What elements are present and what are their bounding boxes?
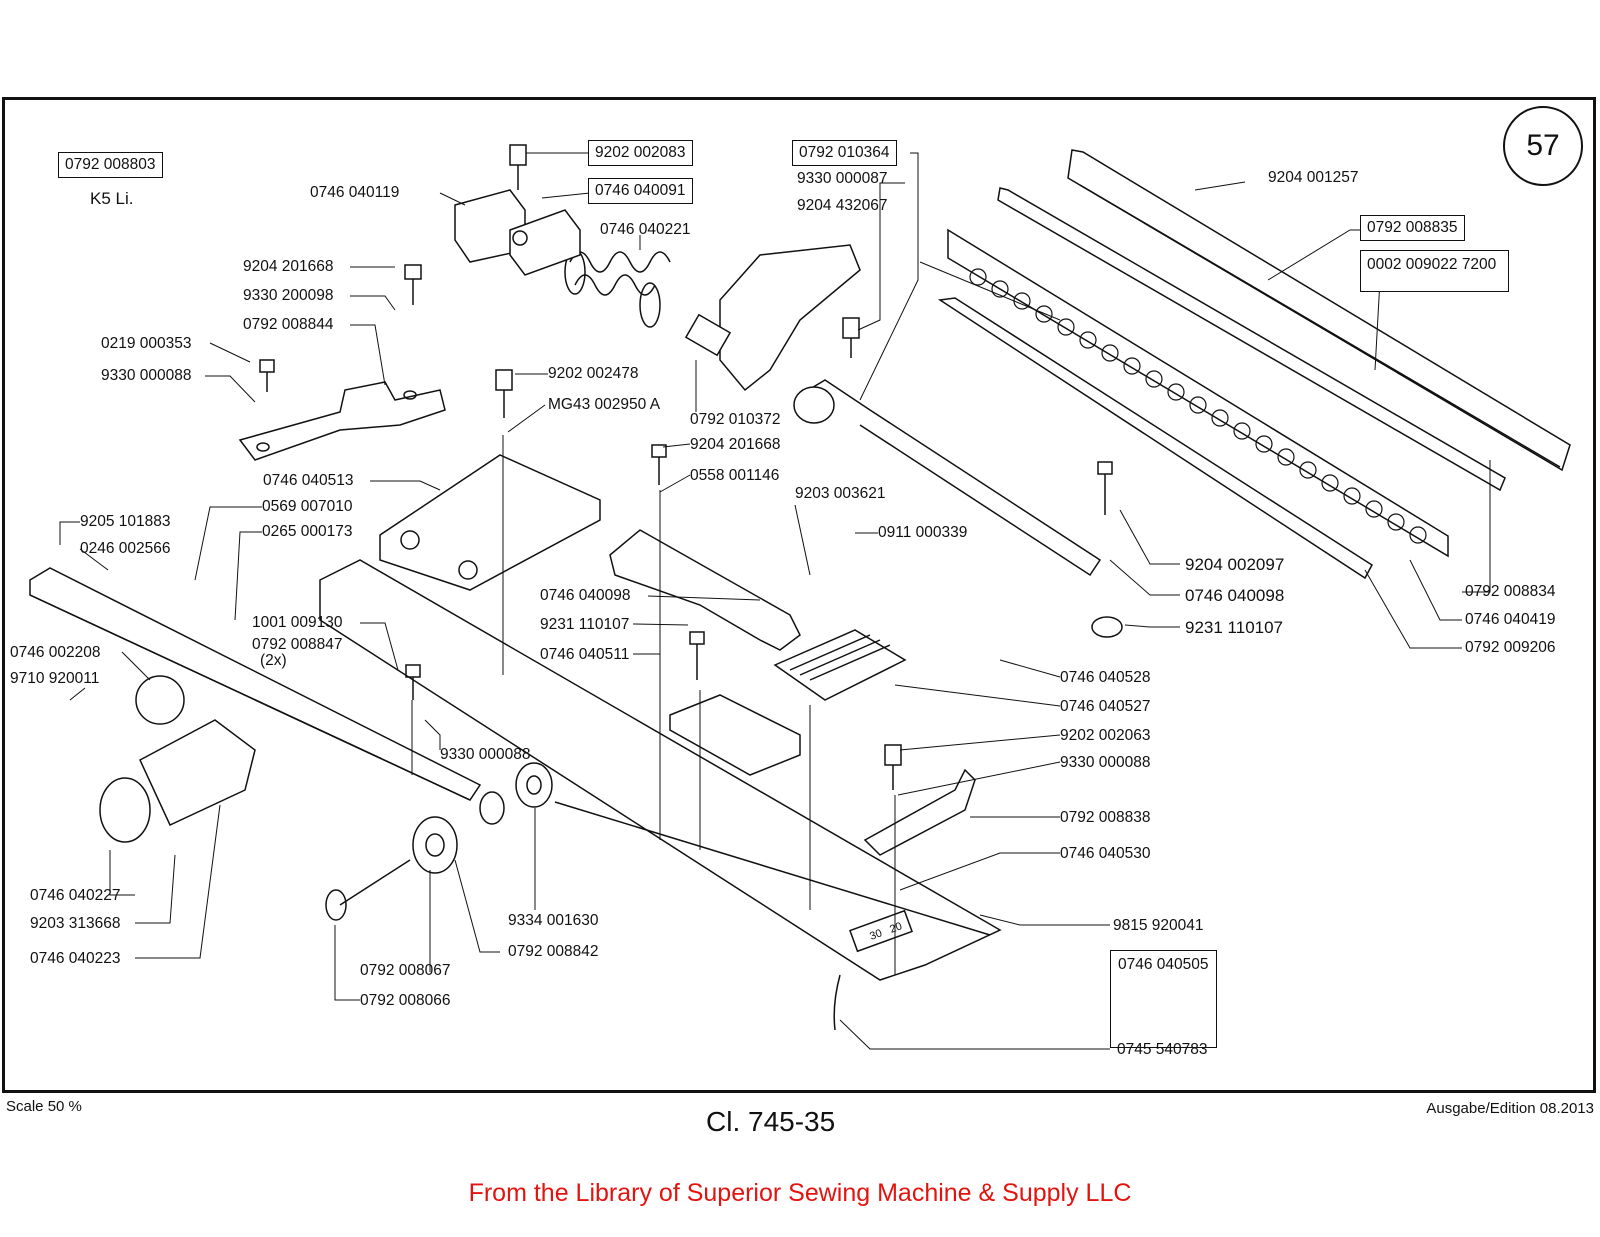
part-label: 0746 040419 bbox=[1465, 611, 1556, 628]
part-label: 0746 040527 bbox=[1060, 698, 1151, 715]
class-title: Cl. 745-35 bbox=[706, 1106, 836, 1137]
right-bracket bbox=[863, 768, 976, 856]
part-label: 9330 200098 bbox=[243, 287, 334, 304]
part-label: 0746 002208 bbox=[10, 644, 101, 661]
part-label: 0746 040513 bbox=[263, 472, 354, 489]
part-label: 9204 201668 bbox=[243, 258, 334, 275]
part-label: 9231 110107 bbox=[540, 616, 630, 633]
part-label: 0746 040091 bbox=[588, 178, 693, 204]
part-label: 9231 110107 bbox=[1185, 618, 1284, 637]
part-label: 9205 101883 bbox=[80, 513, 171, 530]
washers bbox=[325, 762, 553, 921]
part-label: 0792 008842 bbox=[508, 943, 599, 960]
part-label: 9815 920041 bbox=[1113, 917, 1204, 934]
part-label: 9334 001630 bbox=[508, 912, 599, 929]
assembly-variant: K5 Li. bbox=[90, 189, 134, 208]
lever-bar-left bbox=[29, 567, 482, 801]
assembly-part-number: 0792 008803 bbox=[58, 152, 163, 178]
page-number: 57 bbox=[1503, 106, 1583, 186]
part-label: 9202 002478 bbox=[548, 365, 639, 382]
part-label: 0792 010372 bbox=[690, 411, 781, 428]
part-label: 9204 001257 bbox=[1268, 169, 1359, 186]
part-label: 9330 000088 bbox=[101, 367, 192, 384]
part-label: 9330 000088 bbox=[1060, 754, 1151, 771]
part-label: 0746 040221 bbox=[600, 221, 691, 238]
library-credit: From the Library of Superior Sewing Mach… bbox=[468, 1179, 1132, 1207]
diagram-frame bbox=[2, 97, 1596, 1093]
part-label: 9204 201668 bbox=[690, 436, 781, 453]
part-label: 0219 000353 bbox=[101, 335, 192, 352]
part-label: 0745 540783 bbox=[1117, 1041, 1208, 1058]
part-label: 9202 002063 bbox=[1060, 727, 1151, 744]
part-label: 0246 002566 bbox=[80, 540, 171, 557]
part-label: 0792 008847 bbox=[252, 636, 343, 653]
lower-bracket bbox=[669, 694, 801, 776]
part-label: 0792 009206 bbox=[1465, 639, 1556, 656]
edition-note: Ausgabe/Edition 08.2013 bbox=[1426, 1100, 1594, 1117]
part-label: 0265 000173 bbox=[262, 523, 353, 540]
part-label: 0746 040528 bbox=[1060, 669, 1151, 686]
leader-lines bbox=[59, 152, 1491, 1050]
part-label: 0746 040223 bbox=[30, 950, 121, 967]
part-label: 0002 009022 7200 bbox=[1360, 250, 1510, 292]
part-label: 0792 008844 bbox=[243, 316, 334, 333]
clamp-block bbox=[454, 189, 581, 276]
part-label: 0746 040511 bbox=[540, 646, 630, 663]
comb-plate bbox=[773, 629, 907, 701]
part-label: 0569 007010 bbox=[262, 498, 353, 515]
part-label: 9330 000087 bbox=[797, 170, 888, 187]
part-label: 0746 040227 bbox=[30, 887, 121, 904]
scale-note: Scale 50 % bbox=[6, 1098, 82, 1115]
part-label: 9203 313668 bbox=[30, 915, 121, 932]
square-plate bbox=[379, 454, 601, 591]
part-label: 9330 000088 bbox=[440, 746, 531, 763]
part-label: 0792 008835 bbox=[1360, 215, 1465, 241]
part-label: 0792 008067 bbox=[360, 962, 451, 979]
part-label: 1001 009130 bbox=[252, 614, 343, 631]
part-label: 0911 000339 bbox=[878, 524, 968, 541]
part-label: MG43 002950 A bbox=[548, 396, 661, 413]
part-label: 0746 040119 bbox=[310, 184, 400, 201]
part-label: 0746 040098 bbox=[540, 587, 631, 604]
part-label: 9202 002083 bbox=[588, 140, 693, 166]
part-label: 0792 008834 bbox=[1465, 583, 1556, 600]
cylinder-assembly bbox=[99, 675, 256, 843]
part-label: 0792 010364 bbox=[792, 140, 897, 166]
screws bbox=[259, 144, 1123, 790]
part-label: 9203 003621 bbox=[795, 485, 886, 502]
part-label: 0558 001146 bbox=[690, 467, 780, 484]
part-label: 0746 040505 bbox=[1110, 950, 1217, 1048]
part-label: 9204 002097 bbox=[1185, 555, 1285, 574]
spring bbox=[564, 249, 671, 328]
toothed-bar bbox=[937, 149, 1571, 580]
bracket-plate-left bbox=[238, 381, 446, 461]
frame-bracket bbox=[684, 244, 1102, 577]
part-label: (2x) bbox=[260, 652, 287, 669]
part-label: 0746 040530 bbox=[1060, 845, 1151, 862]
part-label: 9204 432067 bbox=[797, 197, 888, 214]
center-bracket bbox=[609, 529, 801, 651]
part-label: 9710 920011 bbox=[10, 670, 100, 687]
part-label: 0792 008838 bbox=[1060, 809, 1151, 826]
part-label: 0792 008066 bbox=[360, 992, 451, 1009]
part-label: 0746 040098 bbox=[1185, 586, 1285, 605]
